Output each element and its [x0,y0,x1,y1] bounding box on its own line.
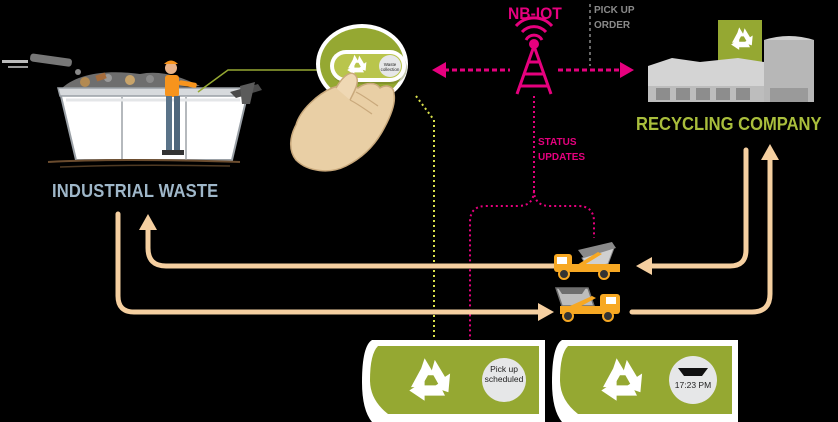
nbiot-double-arrow [432,62,634,78]
status-card-time [552,340,738,422]
truck-icon [554,287,620,322]
recycling-company-label: RECYCLING COMPANY [636,114,822,134]
status-line-to-truck [533,189,595,238]
worker-figure [162,60,197,155]
pick-up-order-label: PICK UP ORDER [594,5,635,31]
hand-icon [290,72,396,172]
pick-up-scheduled-text: Pick up scheduled [484,364,524,384]
nb-iot-label: NB-IOT [508,4,562,23]
route-arrowheads [139,144,779,321]
skip-container-icon [2,53,262,168]
clock-icon [678,368,708,376]
button-to-card-line [415,95,435,348]
route-arrows [115,147,773,315]
status-updates-label: STATUS UPDATES [538,137,586,163]
waste-collection-button-text: Waste collection [380,62,400,72]
industrial-waste-label: INDUSTRIAL WASTE [52,181,219,201]
status-line-to-card [469,96,535,352]
pickup-time-text: 17:23 PM [674,380,712,390]
truck-icon [554,242,620,280]
factory-icon [648,20,814,102]
device-connector-line [197,69,318,93]
antenna-icon [514,16,554,95]
status-card-pickup [362,340,545,422]
